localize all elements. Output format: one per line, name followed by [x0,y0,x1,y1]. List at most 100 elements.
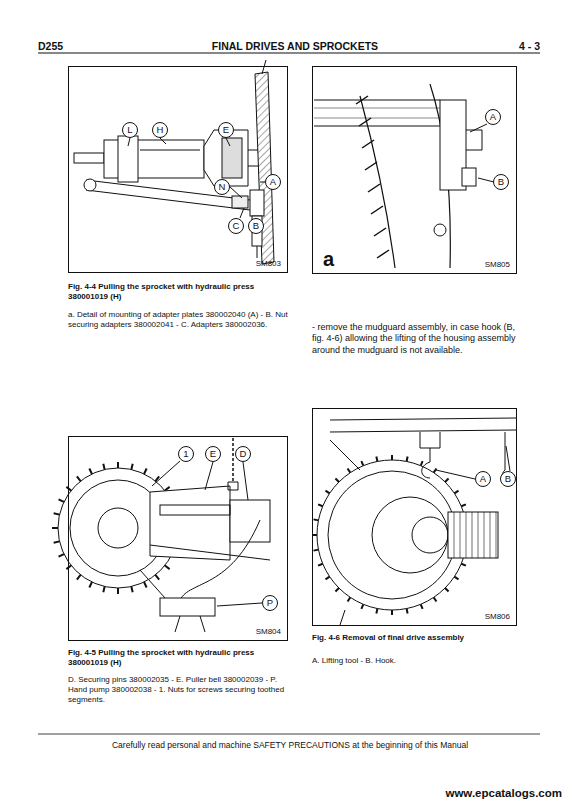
figure-code: SM804 [256,627,281,636]
detail-stroke [335,478,339,482]
detail-stroke [131,586,132,592]
detail-stroke [434,597,437,601]
figure-code: SM805 [485,260,510,269]
callout-letter: B [500,471,516,487]
watermark: www.epcatalogs.com [400,786,562,800]
detail-stroke [490,512,491,558]
detail-stroke [77,575,81,580]
callout-letter: A [485,109,501,125]
detail-stroke [466,512,467,558]
detail-stroke [377,250,389,258]
detail-stroke [454,491,458,494]
callout-letter: E [205,446,221,462]
callout-text: A [490,112,496,122]
callout-letter: H [152,122,168,138]
detail-stroke [434,468,437,472]
detail-stroke [421,604,423,609]
detail-stroke [406,457,409,462]
detail-stroke [445,588,449,592]
callout-text: B [253,221,259,231]
page-code: D255 [38,40,118,53]
detail-stroke [165,487,170,491]
page-number: 4 - 3 [440,40,540,53]
detail-stroke [335,588,339,592]
detail-stroke [117,588,119,594]
detail-stroke [325,491,329,494]
detail-stroke [54,513,60,514]
detail-stroke [131,464,132,470]
detail-stroke [391,455,393,460]
figure-caption: Fig. 4-5 Pulling the sprocket with hydra… [68,648,288,668]
detail-stroke [52,527,58,529]
callout-text: 1 [183,449,188,459]
callout-letter: C [228,218,244,234]
detail-stroke [77,476,81,481]
callout-letter: B [248,218,264,234]
detail-stroke [391,610,393,615]
callout-text: L [127,125,132,135]
figure-frame: SM806 A B [312,408,517,626]
figure-code: SM803 [256,259,281,268]
detail-stroke [318,504,323,506]
detail-stroke [375,609,378,614]
detail-stroke [371,206,383,214]
callout-letter: N [214,179,230,195]
callout-text: E [210,449,216,459]
detail-stroke [368,184,380,192]
detail-stroke [165,565,170,569]
detail-stroke [454,577,458,580]
puller-illustration [74,60,274,264]
callout-text: E [223,125,229,135]
detail-stroke [406,609,409,614]
detail-letter: a [323,248,334,271]
detail-stroke [445,478,449,482]
detail-stroke [361,604,363,609]
figure-legend: a. Detail of mounting of adapter plates … [68,310,288,330]
figure-caption: Fig. 4-4 Pulling the sprocket with hydra… [68,282,288,302]
detail-stroke [362,140,374,148]
detail-stroke [59,554,64,557]
figure-code: SM806 [485,612,510,621]
detail-stroke [461,564,466,566]
callout-letter: A [265,174,281,190]
detail-stroke [325,577,329,580]
figure-caption: Fig. 4-6 Removal of final drive assembly [312,633,517,643]
callout-letter: A [475,471,491,487]
callout-text: C [233,221,240,231]
detail-stroke [117,462,119,468]
detail-stroke [365,162,377,170]
detail-stroke [59,499,64,502]
detail-stroke [359,118,371,126]
detail-stroke [155,575,159,580]
adapter-detail-illustration [314,84,482,268]
detail-stroke [54,541,60,542]
detail-stroke [89,582,92,587]
body-text: - remove the mudguard assembly, in case … [312,322,517,356]
detail-stroke [103,464,104,470]
detail-stroke [144,582,147,587]
figure-legend: A. Lifting tool - B. Hook. [312,656,517,666]
page-title: FINAL DRIVES AND SPROCKETS [150,40,440,53]
footer-note: Carefully read personal and machine SAFE… [40,740,540,751]
detail-stroke [318,564,323,566]
figure-frame: SM804 1 E D P [68,436,288,641]
detail-stroke [89,469,92,474]
callout-text: H [157,125,164,135]
detail-stroke [375,457,378,462]
puller-hoist-illustration [52,438,270,632]
detail-stroke [454,512,455,558]
detail-stroke [460,512,461,558]
figure-frame: SM803 L H E N A C B [68,66,288,273]
callout-letter: 1 [178,446,194,462]
callout-text: A [480,474,486,484]
callout-text: D [240,449,247,459]
detail-stroke [374,228,386,236]
detail-stroke [348,468,351,472]
detail-stroke [484,512,485,558]
callout-letter: P [262,595,278,611]
detail-stroke [472,512,473,558]
detail-stroke [496,512,497,558]
callout-letter: L [122,122,138,138]
callout-text: B [505,474,511,484]
detail-stroke [314,549,319,552]
